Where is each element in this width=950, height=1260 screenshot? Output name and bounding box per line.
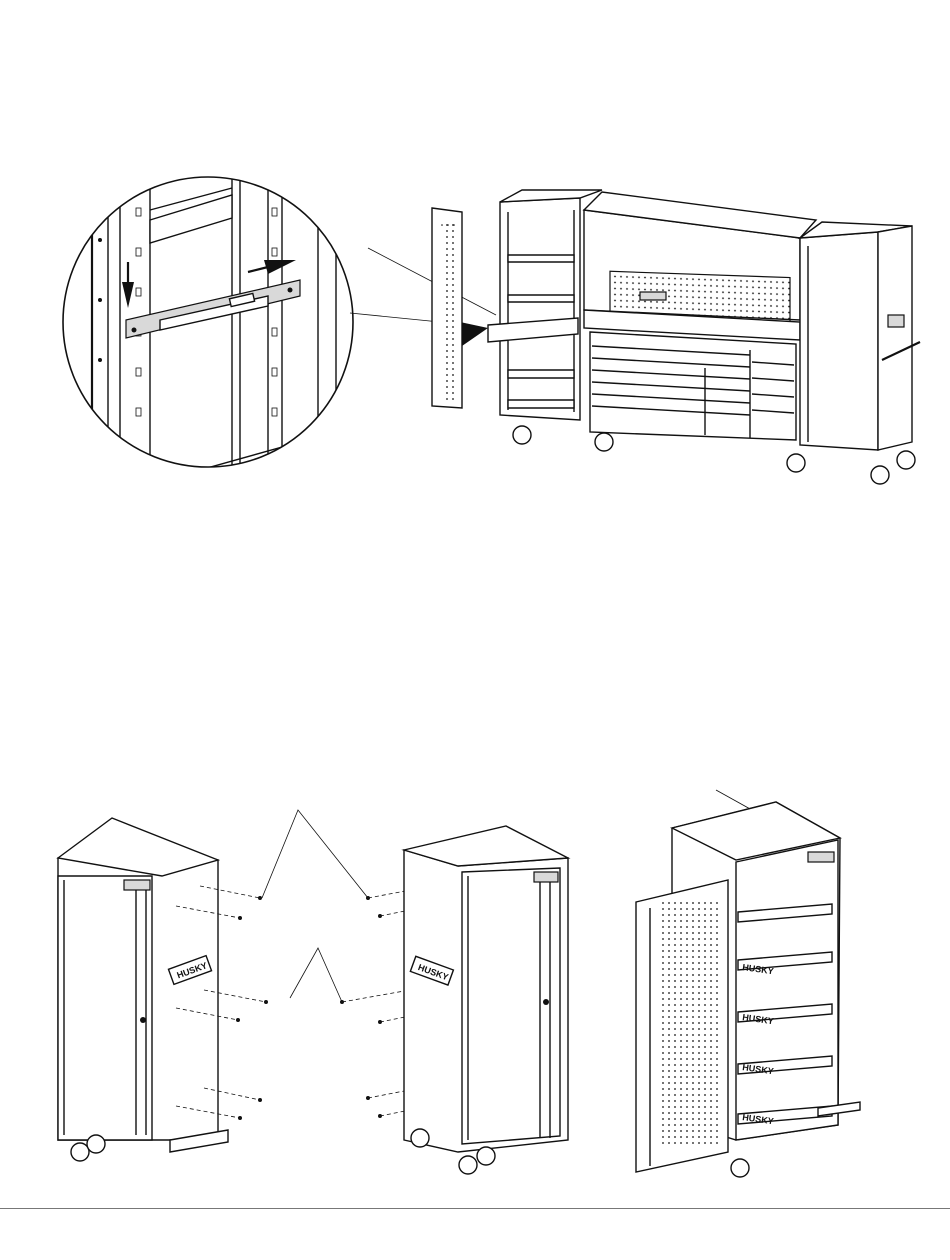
workbench-illustration xyxy=(432,190,920,484)
right-side-cabinet: HUSKY xyxy=(404,826,568,1174)
left-side-cabinet: HUSKY xyxy=(58,818,228,1161)
top-assembly-svg xyxy=(0,150,950,500)
bottom-assembly-svg: HUSKY xyxy=(0,780,950,1200)
cabinet-with-shelves: HUSKY HUSKY HUSKY HUSKY xyxy=(636,790,860,1177)
detail-circle xyxy=(63,150,353,495)
callout-lines xyxy=(262,810,368,1002)
top-assembly-figure xyxy=(0,150,950,500)
footer-rule xyxy=(0,1208,950,1209)
bottom-assembly-figure: HUSKY xyxy=(0,780,950,1200)
